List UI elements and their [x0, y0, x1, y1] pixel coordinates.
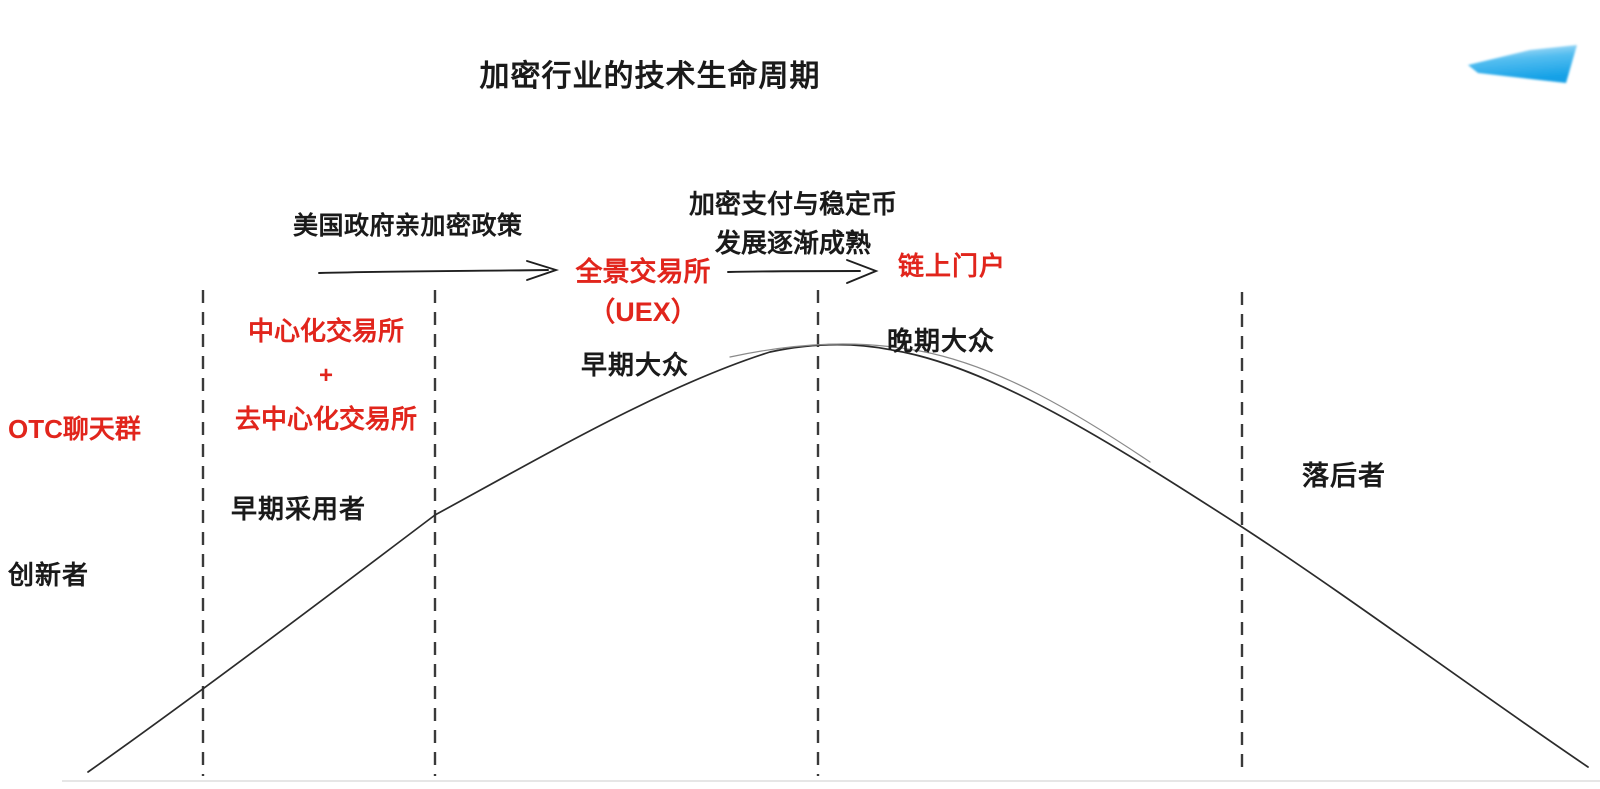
stage-innovators: 创新者	[8, 560, 90, 590]
onchain-portal-label: 链上门户	[898, 251, 1007, 281]
stage-early-majority: 早期大众	[581, 350, 690, 380]
maturity-annotation: 加密支付与稳定币 发展逐渐成熟	[660, 185, 926, 263]
maturity-arrow	[727, 259, 879, 284]
maturity-annotation-line1: 加密支付与稳定币	[688, 189, 897, 219]
brand-logo-icon	[1468, 45, 1577, 83]
uex-product-ticker: （UEX）	[588, 297, 698, 327]
stage-early-adopters: 早期采用者	[231, 494, 367, 524]
maturity-annotation-line2: 发展逐渐成熟	[714, 228, 871, 258]
uex-product-label: 全景交易所 （UEX）	[543, 252, 743, 332]
cex-dex-label: 中心化交易所 + 去中心化交易所	[221, 316, 431, 435]
otc-chat-label: OTC聊天群	[8, 414, 141, 444]
cex-label: 中心化交易所	[247, 316, 404, 346]
plus-sign: +	[318, 361, 333, 389]
stage-late-majority: 晚期大众	[887, 326, 996, 356]
stage-laggards: 落后者	[1302, 461, 1386, 491]
dex-label: 去中心化交易所	[234, 404, 417, 435]
page-title: 加密行业的技术生命周期	[479, 60, 821, 93]
policy-arrow	[318, 260, 560, 281]
policy-annotation: 美国政府亲加密政策	[293, 212, 523, 240]
uex-product-name: 全景交易所	[575, 257, 711, 287]
lifecycle-curve-second-stroke	[729, 343, 1151, 463]
